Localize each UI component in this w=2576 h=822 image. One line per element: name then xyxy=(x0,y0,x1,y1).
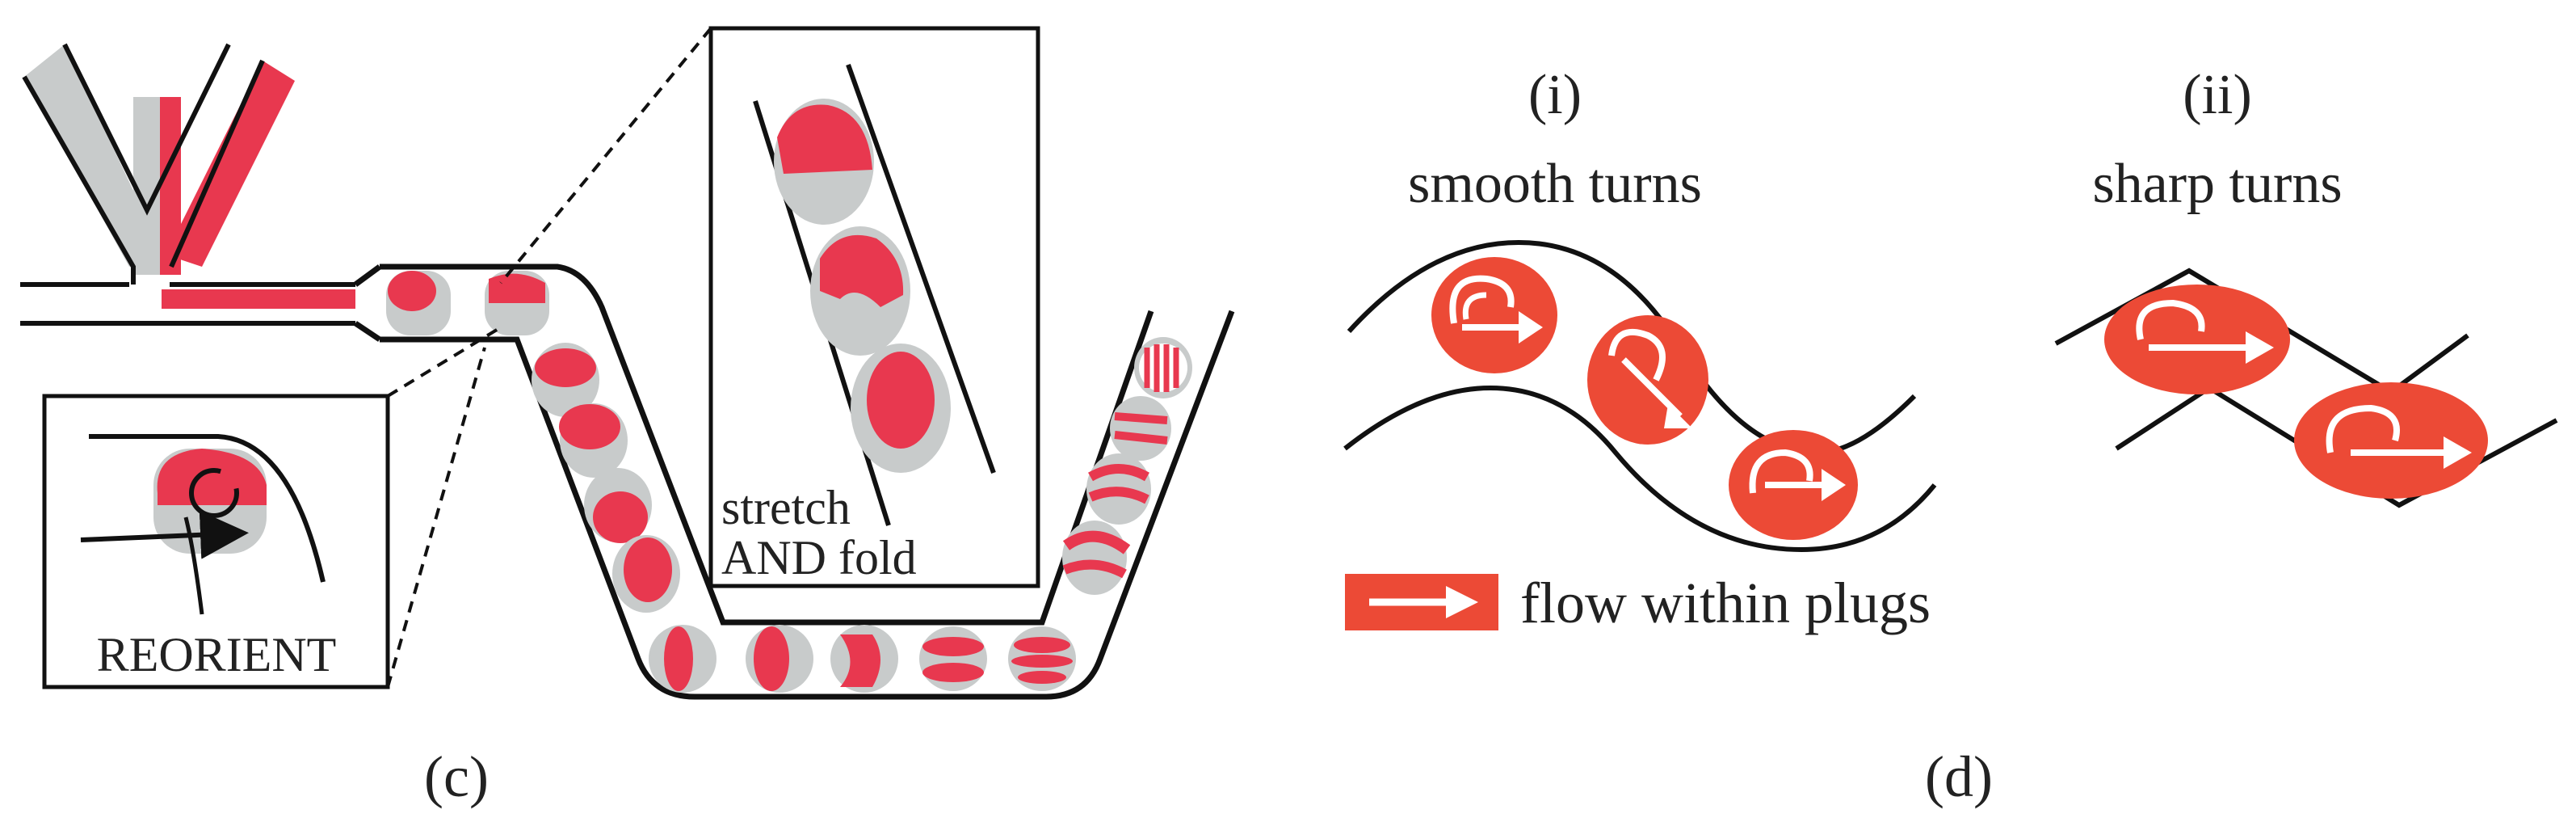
sharp-title: sharp turns xyxy=(2092,153,2342,215)
panel-c-label: (c) xyxy=(424,744,489,809)
main-channel xyxy=(20,282,355,326)
legend: flow within plugs xyxy=(1345,571,1931,635)
panel-d: (i) smooth turns xyxy=(1343,64,2558,809)
y-junction-inlet xyxy=(22,43,295,285)
panel-d-label: (d) xyxy=(1925,744,1993,809)
smooth-plug-1 xyxy=(1431,257,1557,373)
plugs-horizontal xyxy=(386,271,549,335)
white-arrow-on-red-icon xyxy=(1345,574,1498,630)
plug xyxy=(1110,396,1171,461)
smooth-turns: (i) smooth turns xyxy=(1343,64,1937,553)
smooth-plug-2 xyxy=(1587,315,1708,445)
plugs-descending xyxy=(532,343,680,613)
smooth-plug-3 xyxy=(1729,430,1858,540)
reorient-label: REORIENT xyxy=(97,628,337,681)
sharp-numeral: (ii) xyxy=(2183,64,2252,126)
legend-label: flow within plugs xyxy=(1520,571,1931,635)
plugs-bottom xyxy=(649,625,1076,693)
stretch-label: stretch xyxy=(721,481,851,534)
plugs-ascending xyxy=(1062,337,1192,595)
panel-c: REORIENT stretch AND fold (c) xyxy=(20,26,1235,809)
sharp-turns: (ii) sharp turns xyxy=(2054,64,2558,508)
smooth-channel-bottom xyxy=(1343,385,1937,553)
smooth-title: smooth turns xyxy=(1408,153,1702,215)
sharp-plug-1 xyxy=(2104,285,2290,394)
smooth-numeral: (i) xyxy=(1528,64,1582,126)
and-fold-label: AND fold xyxy=(721,531,917,584)
sharp-plug-2 xyxy=(2294,382,2488,499)
reorient-inset: REORIENT xyxy=(42,326,502,689)
stretch-fold-inset: stretch AND fold xyxy=(499,26,1040,588)
